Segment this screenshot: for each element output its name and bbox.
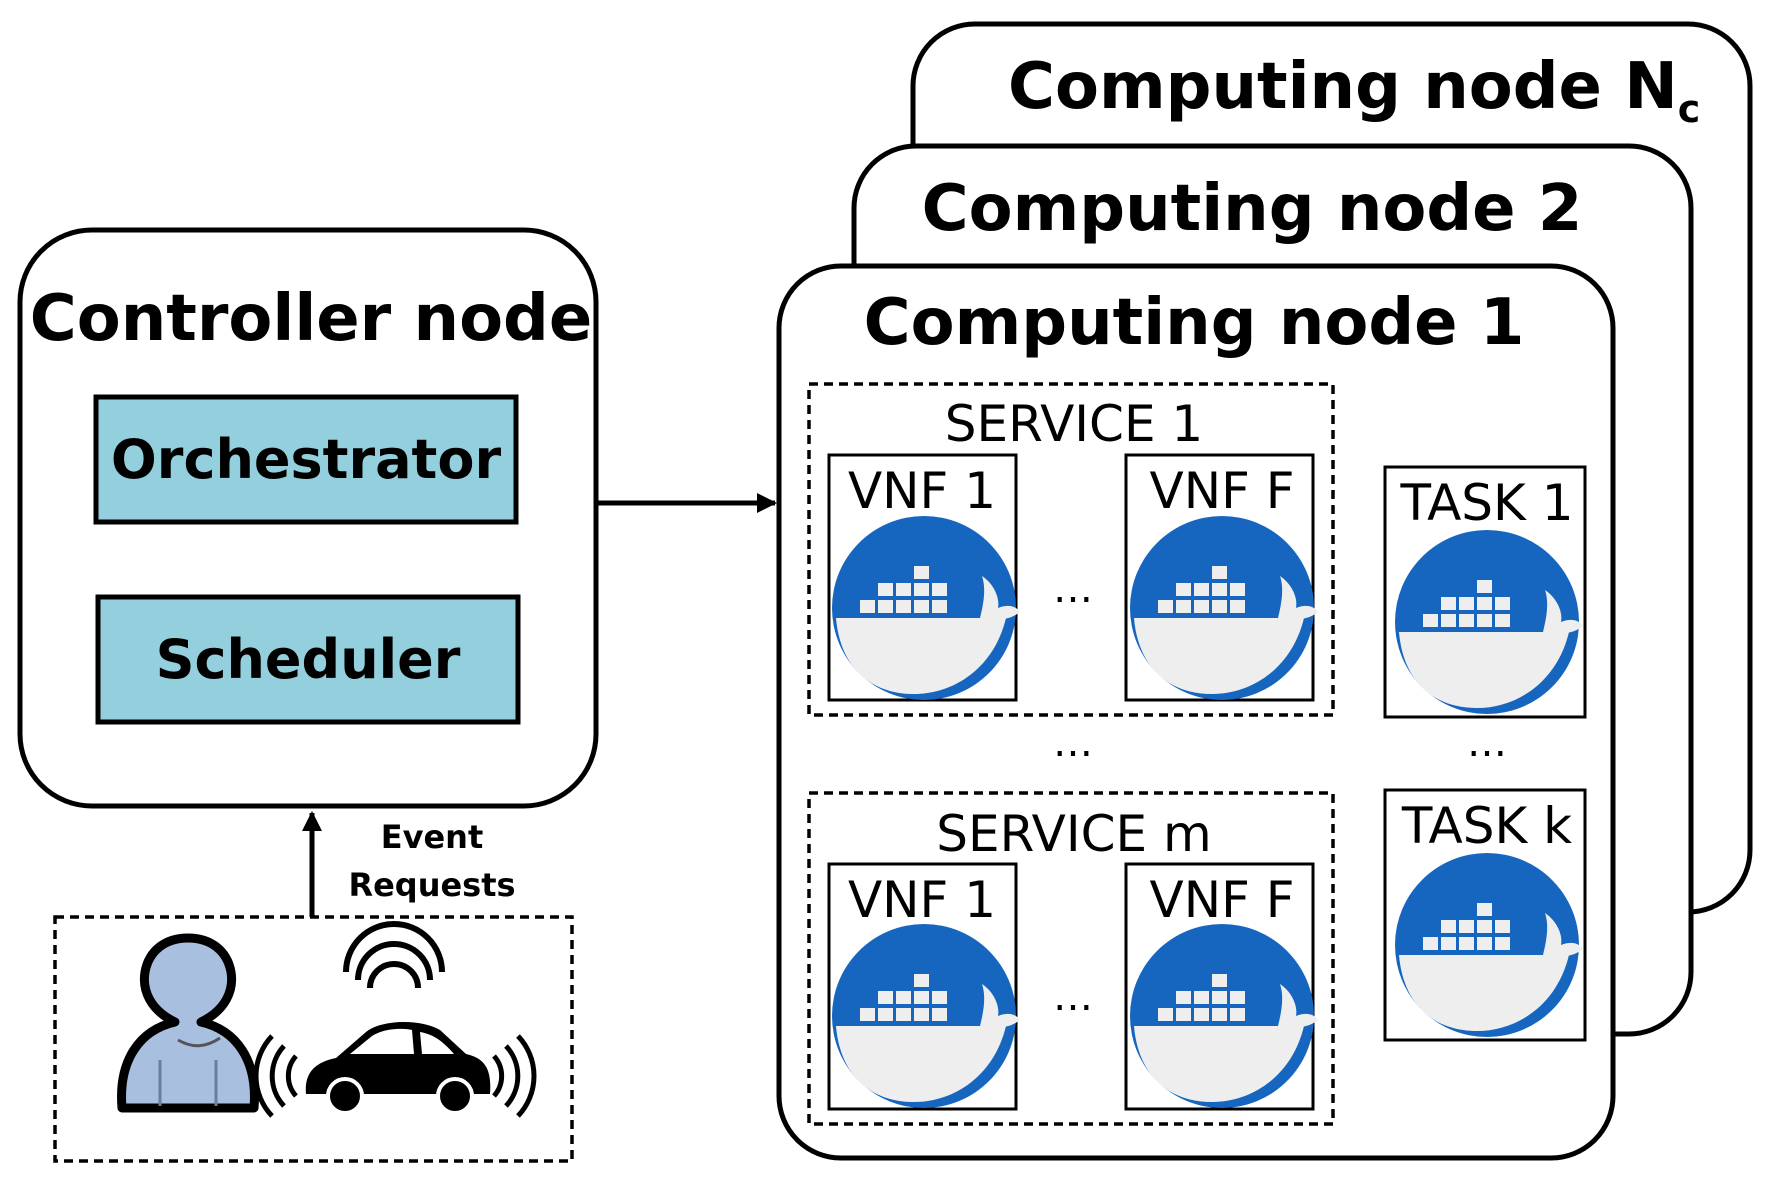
event-requests-line1: Event <box>381 818 484 856</box>
computing-node-middle-title: Computing node 2 <box>922 172 1583 246</box>
vnf-ellipsis: … <box>1053 566 1093 612</box>
service-m-vnf-1: VNF 1 <box>827 862 1020 1111</box>
vnf-label: VNF 1 <box>848 462 996 520</box>
task-label: TASK 1 <box>1399 474 1573 532</box>
user-icon <box>117 933 259 1113</box>
service-1-title: SERVICE 1 <box>945 395 1204 453</box>
vnf-label: VNF 1 <box>848 871 996 929</box>
task-label: TASK k <box>1401 797 1572 855</box>
service-m-group: SERVICE m VNF 1 … VNF F <box>807 791 1335 1126</box>
scheduler-label: Scheduler <box>156 628 461 691</box>
service-1-group: SERVICE 1 VNF 1 … VNF F <box>807 382 1335 717</box>
service-1-vnf-1: VNF 1 <box>827 453 1020 702</box>
service-m-vnf-f: VNF F <box>1124 862 1318 1111</box>
task-1: TASK 1 <box>1383 465 1587 719</box>
tasks-ellipsis: … <box>1467 720 1507 766</box>
task-k: TASK k <box>1383 788 1587 1042</box>
computing-node-back-title: Computing node Nc <box>1008 50 1700 131</box>
controller-node-title: Controller node <box>30 282 593 356</box>
controller-node: Controller node Orchestrator Scheduler <box>17 227 599 809</box>
vnf-ellipsis: … <box>1053 974 1093 1020</box>
service-m-title: SERVICE m <box>936 805 1211 863</box>
service-1-vnf-f: VNF F <box>1124 453 1318 702</box>
event-sources-box <box>53 915 574 1163</box>
orchestrator-box: Orchestrator <box>93 394 519 525</box>
event-requests-line2: Requests <box>348 866 515 904</box>
computing-node-front-title: Computing node 1 <box>864 286 1525 360</box>
vnf-label: VNF F <box>1149 871 1294 929</box>
vnf-label: VNF F <box>1149 462 1294 520</box>
orchestrator-label: Orchestrator <box>111 428 502 491</box>
connected-car-icon <box>253 921 537 1118</box>
scheduler-box: Scheduler <box>95 594 521 725</box>
services-ellipsis: … <box>1053 720 1093 766</box>
